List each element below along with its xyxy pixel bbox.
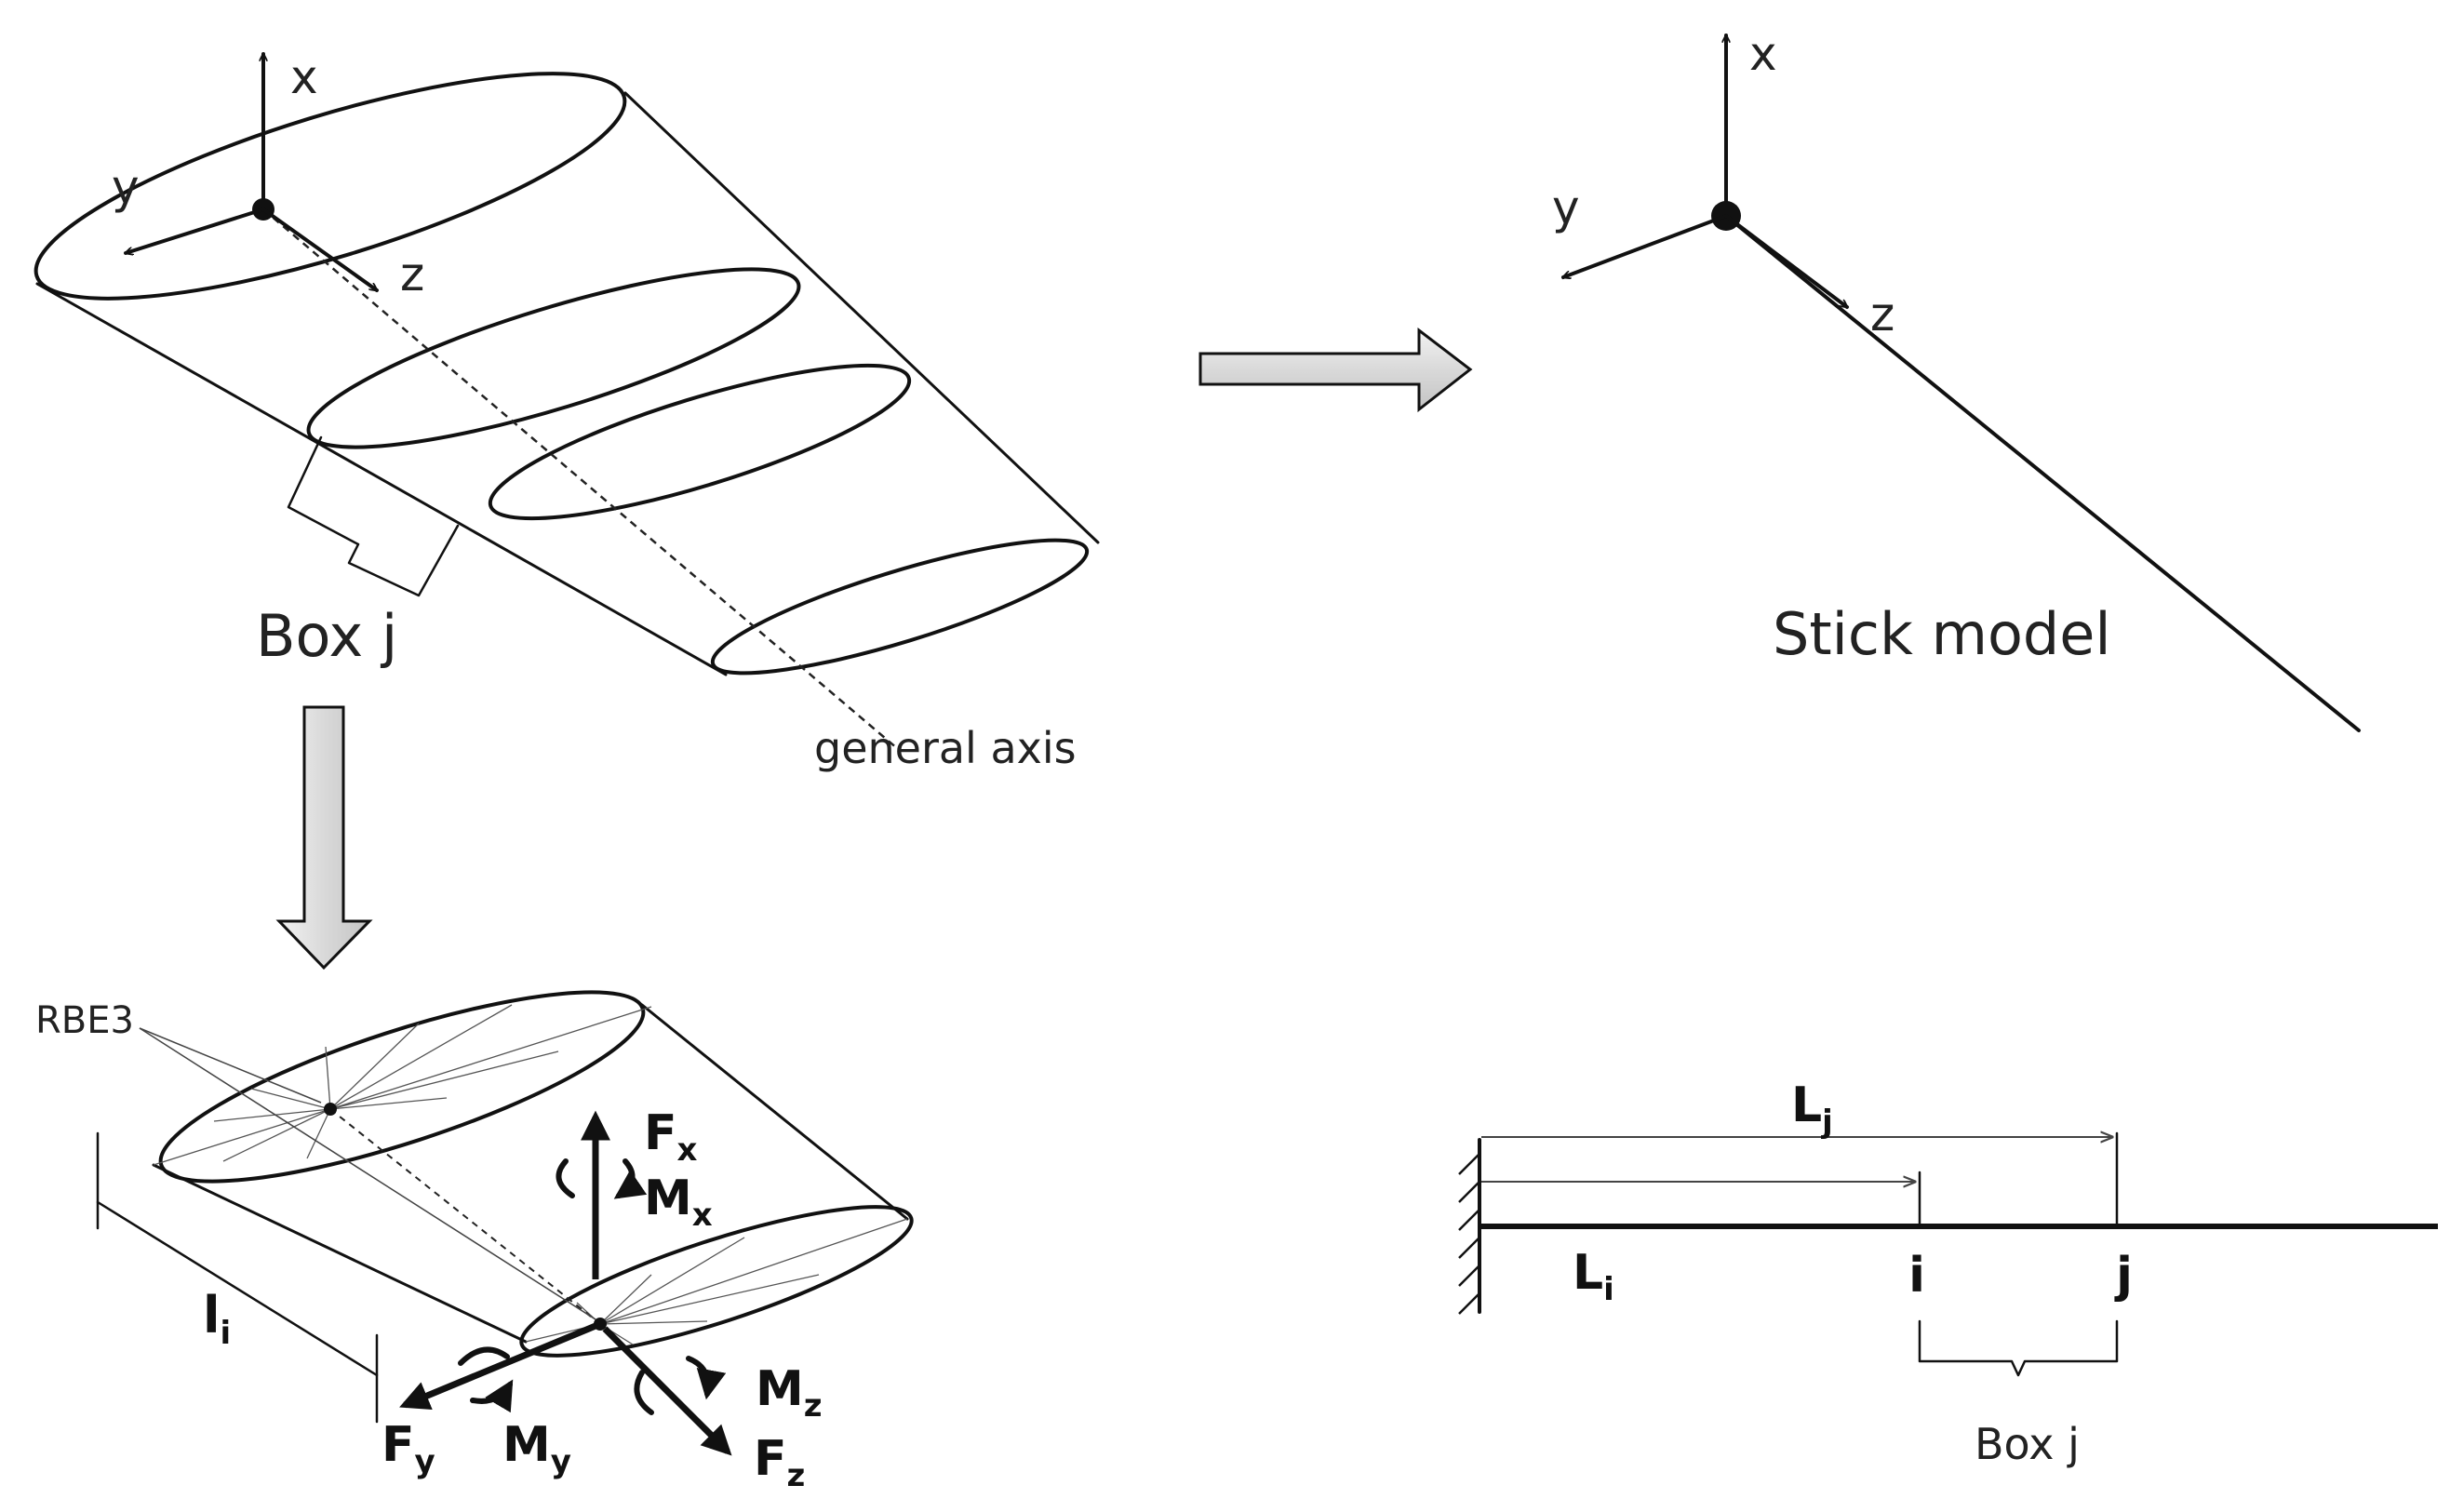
li-beam-label: Li bbox=[1573, 1245, 1614, 1308]
stick-model: x y z Stick model bbox=[1552, 27, 2361, 732]
lj-label: Lj bbox=[1791, 1077, 1833, 1141]
box-general-axis bbox=[329, 1108, 601, 1325]
mx-label: Mx bbox=[644, 1171, 713, 1234]
rbe3-leader-1 bbox=[139, 1027, 322, 1104]
box-trailing-edge bbox=[640, 1003, 909, 1221]
box-root-node bbox=[324, 1103, 337, 1116]
arrow-to-box-detail bbox=[275, 705, 373, 970]
wing-3d: x y z Box j general axis bbox=[33, 50, 1100, 773]
box-tip-node bbox=[594, 1318, 607, 1331]
box-leading-edge bbox=[152, 1163, 528, 1344]
fz-label: Fz bbox=[754, 1431, 805, 1494]
rbe3-label: RBE3 bbox=[35, 999, 134, 1042]
li-label: li bbox=[203, 1286, 231, 1352]
stick-z-arrow bbox=[1724, 214, 1847, 309]
li-label-sub: i bbox=[221, 1315, 232, 1352]
my-label-sub: y bbox=[551, 1443, 571, 1480]
lj-label-sub: j bbox=[1820, 1104, 1833, 1141]
beam-wall-hatch bbox=[1458, 1153, 1480, 1315]
box-detail: RBE3 li Fx Mx Fy My Mz Fz bbox=[35, 990, 914, 1494]
stick-y-label: y bbox=[1552, 181, 1580, 234]
general-axis-line bbox=[262, 208, 899, 750]
node-j-label: j bbox=[2114, 1248, 2133, 1304]
fx-label: Fx bbox=[644, 1105, 698, 1169]
node-i-label: i bbox=[1908, 1248, 1925, 1304]
wing-z-arrow bbox=[261, 207, 377, 292]
li-dim-line bbox=[96, 1200, 379, 1377]
wing-section-3 bbox=[488, 363, 912, 521]
wing-section-2 bbox=[306, 267, 801, 449]
wing-leading-edge bbox=[35, 282, 728, 676]
general-axis-label: general axis bbox=[814, 723, 1077, 773]
wing-y-arrow bbox=[126, 207, 265, 253]
wing-z-label: z bbox=[400, 248, 424, 301]
my-moment-arrow bbox=[458, 1346, 510, 1400]
fx-label-sub: x bbox=[677, 1131, 698, 1169]
box-tip-section bbox=[519, 1205, 914, 1358]
box-j-brace bbox=[287, 435, 460, 597]
wing-y-label: y bbox=[112, 160, 140, 214]
beam-schematic: Lj Li i j Box j bbox=[1458, 1077, 2438, 1469]
wing-trailing-edge bbox=[623, 91, 1100, 544]
fz-arrow bbox=[602, 1326, 732, 1456]
fz-label-sub: z bbox=[787, 1457, 806, 1494]
mz-label-sub: z bbox=[804, 1387, 823, 1425]
wing-box-j-label: Box j bbox=[256, 602, 397, 670]
li-beam-label-sub: i bbox=[1603, 1271, 1614, 1308]
mz-moment-arrow bbox=[634, 1356, 707, 1412]
fy-label: Fy bbox=[382, 1417, 435, 1480]
stick-z-label: z bbox=[1870, 288, 1894, 341]
wing-x-label: x bbox=[290, 50, 318, 104]
rbe3-spider-root bbox=[153, 1004, 652, 1166]
stick-x-label: x bbox=[1749, 27, 1777, 81]
stick-beam-line bbox=[1724, 214, 2361, 732]
mx-label-sub: x bbox=[692, 1197, 713, 1234]
beam-box-label: Box j bbox=[1975, 1419, 2080, 1469]
stick-y-arrow bbox=[1563, 214, 1728, 277]
rbe3-leader-2 bbox=[139, 1027, 596, 1320]
mx-moment-arrow bbox=[556, 1158, 632, 1196]
mz-label: Mz bbox=[756, 1361, 823, 1425]
stick-model-title: Stick model bbox=[1773, 600, 2111, 668]
box-root-section bbox=[158, 990, 646, 1184]
wing-tip-section bbox=[710, 538, 1090, 676]
beam-box-brace bbox=[1918, 1319, 2119, 1377]
my-label: My bbox=[502, 1417, 571, 1480]
arrow-to-stick-model bbox=[1198, 327, 1473, 413]
fy-label-sub: y bbox=[415, 1443, 435, 1480]
wing-root-section bbox=[33, 72, 627, 301]
